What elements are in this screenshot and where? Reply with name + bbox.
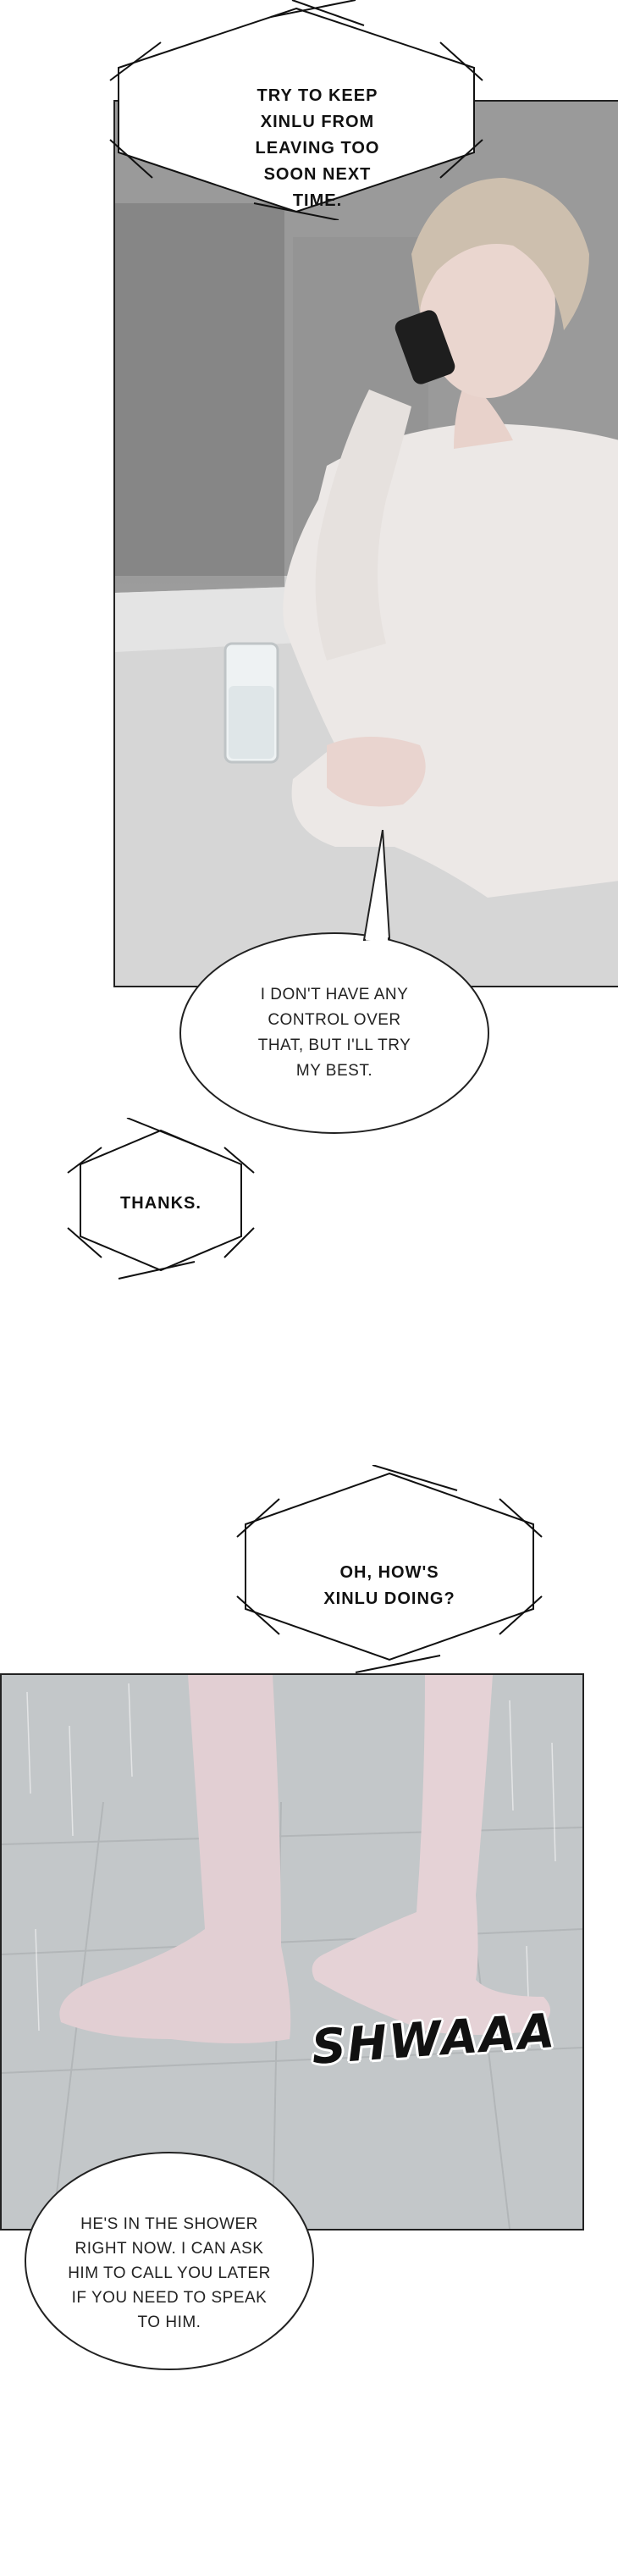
panel-illustration-2 <box>2 1675 582 2229</box>
speech-bubble-1-text: I DON'T HAVE ANY CONTROL OVER THAT, BUT … <box>257 986 411 1080</box>
caption-box-2-frame <box>67 1118 255 1280</box>
speech-bubble-2-text: HE'S IN THE SHOWER RIGHT NOW. I CAN ASK … <box>68 2215 271 2331</box>
caption-box-1-frame <box>109 0 483 220</box>
speech-bubble-2-frame <box>25 2152 314 2370</box>
caption-1-text: TRY TO KEEP XINLU FROM LEAVING TOO SOON … <box>255 86 380 210</box>
caption-2-text: THANKS. <box>120 1194 201 1213</box>
speech-bubble-1-frame <box>179 830 489 1134</box>
caption-box-3-frame <box>236 1465 543 1673</box>
comic-panel-shower-feet <box>0 1673 584 2231</box>
caption-3-text: OH, HOW'S XINLU DOING? <box>323 1563 455 1608</box>
